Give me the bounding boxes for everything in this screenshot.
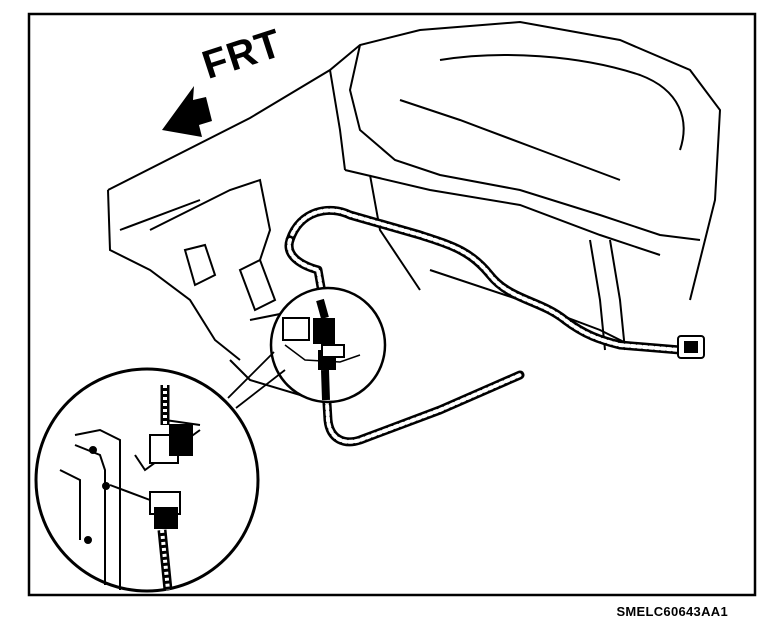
leader-line xyxy=(227,351,275,399)
figure-id-label: SMELC60643AA1 xyxy=(616,604,728,619)
harness-end-connector xyxy=(677,335,705,359)
leader-line xyxy=(235,369,286,409)
enlarged-connector-detail xyxy=(59,385,201,591)
enlarged-detail-circle xyxy=(34,367,260,593)
connector-in-place xyxy=(282,298,361,401)
front-arrow-icon xyxy=(162,86,212,137)
body-panel xyxy=(107,20,722,397)
wiring-harness xyxy=(284,205,685,447)
